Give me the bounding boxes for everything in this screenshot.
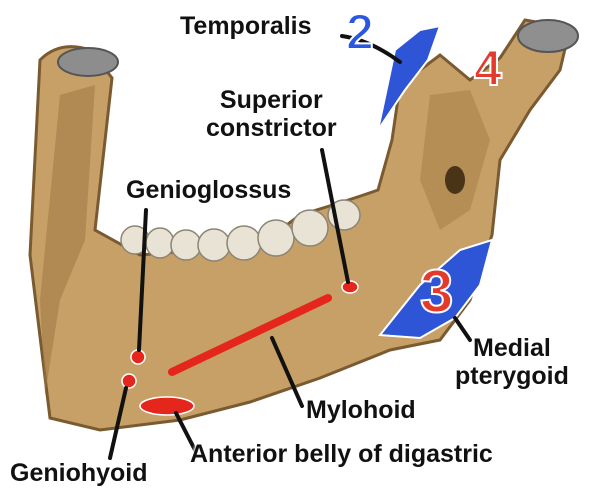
coronoid-process [58, 48, 118, 76]
label-superior-line2: constrictor [206, 114, 337, 142]
label-temporalis: Temporalis [180, 12, 312, 40]
digastric-attachment [140, 397, 194, 415]
label-mylohoid: Mylohoid [306, 396, 416, 424]
label-anterior-belly-digastric: Anterior belly of digastric [190, 440, 493, 468]
label-superior-constrictor: Superior constrictor [206, 86, 337, 142]
mandibular-foramen [445, 166, 465, 194]
label-geniohyoid: Geniohyoid [10, 459, 148, 487]
number-2-marker: 2 [346, 6, 374, 58]
number-4-marker: 4 [474, 42, 502, 94]
label-medial-line2: pterygoid [455, 362, 569, 390]
genioglossus-attachment [131, 350, 145, 364]
label-medial-line1: Medial [455, 334, 569, 362]
superior-constrictor-attachment [342, 281, 358, 293]
condylar-head [518, 20, 578, 52]
label-genioglossus: Genioglossus [126, 176, 291, 204]
number-3-marker: 3 [420, 260, 453, 324]
label-medial-pterygoid: Medial pterygoid [455, 334, 569, 390]
label-superior-line1: Superior [206, 86, 337, 114]
geniohyoid-attachment [122, 374, 136, 388]
